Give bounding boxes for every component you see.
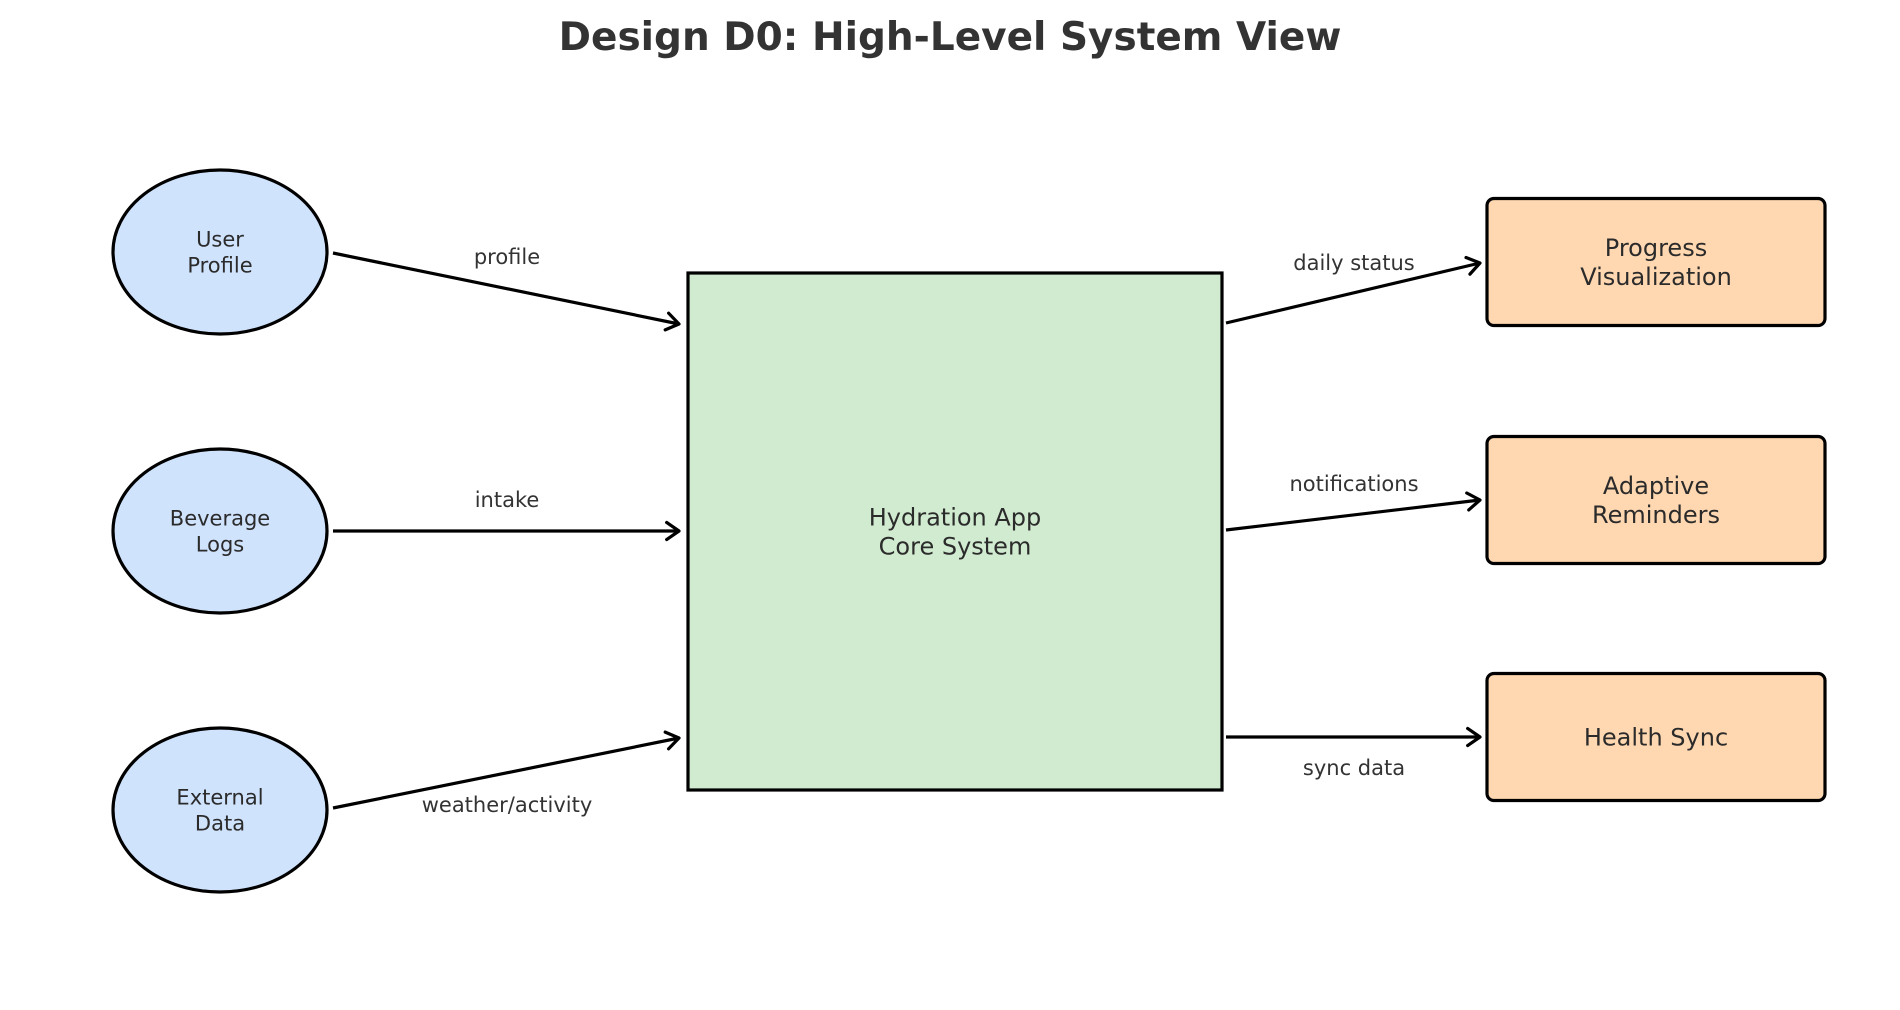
arrowhead [663,311,681,332]
core-rect [686,271,1224,792]
edge-labels-layer: profile intake weather/activity daily statu… [422,245,1419,817]
input-ellipse [111,168,329,336]
input-node-label-line: Beverage [170,507,270,531]
edge-core-system-to-health-sync [1226,726,1482,748]
output-node-label-line: Reminders [1592,501,1720,529]
output-node-label-line: Health Sync [1584,724,1728,752]
output-node-label-line: Visualization [1580,263,1732,291]
edge-core-system-to-progress-visualization [1225,255,1482,325]
edge-core-system-to-adaptive-reminders [1225,491,1482,532]
output-node-health-sync: Health Sync [1485,671,1827,803]
output-box [1485,196,1827,328]
edge-line [332,736,680,810]
output-node-label-line: Progress [1605,234,1707,262]
edge-line [1225,261,1481,325]
arrowhead [665,520,681,542]
input-node-label-line: External [176,786,263,810]
input-ellipse [111,447,329,615]
edges-layer [332,251,1482,810]
edge-label: weather/activity [422,793,593,817]
edge-beverage-logs-to-core-system [333,520,681,542]
edge-external-data-to-core-system [332,730,681,810]
core-node-label-line: Hydration App [869,504,1042,532]
input-ellipse [111,726,329,894]
input-node-label-line: User [196,228,244,252]
input-node-label-line: Profile [187,254,252,278]
edge-label: sync data [1303,756,1405,780]
arrowhead [663,730,681,751]
edge-label: notifications [1289,472,1418,496]
edge-label: daily status [1293,251,1415,275]
arrowhead [1465,491,1482,512]
edge-label: intake [475,488,540,512]
output-box [1485,434,1827,566]
edge-line [332,251,680,326]
output-box [1485,671,1827,803]
input-node-label-line: Data [195,812,245,836]
edge-line [1225,498,1481,532]
arrowhead [1464,255,1482,276]
input-node-label-line: Logs [196,533,244,557]
output-node-label-line: Adaptive [1603,472,1709,500]
arrowhead [1466,726,1482,748]
diagram-title: Design D0: High-Level System View [559,15,1342,60]
core-node-label-line: Core System [879,533,1032,561]
edge-label: profile [474,245,540,269]
edge-user-profile-to-core-system [332,251,681,332]
